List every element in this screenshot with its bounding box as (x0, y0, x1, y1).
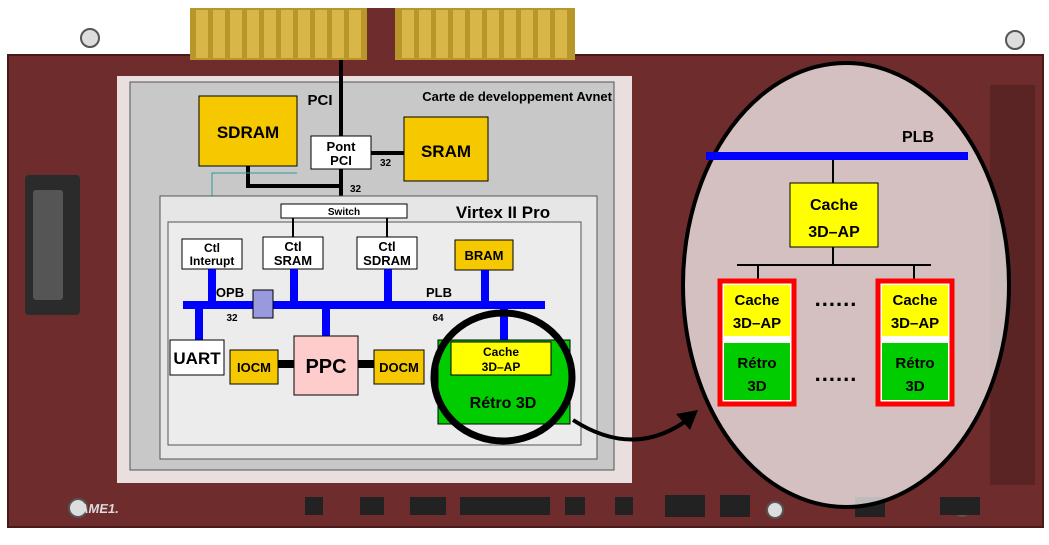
ctl-sdram-label-1: Ctl (378, 239, 395, 254)
opb-width-label: 32 (226, 313, 238, 324)
zoom-unit-left-retro-label-1: Rétro (737, 355, 776, 372)
zoom-plb-label: PLB (902, 129, 934, 146)
plb-width-label: 64 (432, 313, 444, 324)
cache-label-1: Cache (483, 345, 519, 359)
zoom-dots-top: ...... (815, 286, 858, 311)
plb-ppc-drop (322, 305, 330, 337)
sram-width-label: 32 (380, 158, 392, 169)
zoom-unit-right-cache-label-2: 3D–AP (891, 315, 939, 332)
pont-pci-label-2: PCI (330, 153, 352, 168)
ppc-docm-link (358, 360, 374, 368)
iocm-ppc-link (278, 360, 294, 368)
uart-label: UART (173, 349, 221, 368)
cache-label-2: 3D–AP (482, 360, 521, 374)
pci-label: PCI (307, 92, 332, 109)
ctl-interupt-label-1: Ctl (204, 241, 220, 255)
docm-label: DOCM (379, 360, 419, 375)
silkscreen-brand: VAME1. (70, 501, 120, 516)
opb-ctl-interupt-drop (208, 269, 216, 303)
ctl-sdram-label-2: SDRAM (363, 253, 411, 268)
board-title: Carte de developpement Avnet (422, 89, 612, 104)
plb-ctl-sdram-drop (384, 269, 392, 303)
opb-uart-drop (195, 305, 203, 343)
pont-pci-label-1: Pont (327, 139, 357, 154)
zoom-unit-right-retro-label-1: Rétro (895, 355, 934, 372)
zoom-dots-bottom: ...... (815, 361, 858, 386)
sram-label: SRAM (421, 142, 471, 161)
plb-ctl-sram-drop (290, 269, 298, 303)
plb-bus (183, 301, 545, 309)
retro3d-label: Rétro 3D (470, 395, 537, 412)
zoom-cache-label-2: 3D–AP (808, 224, 860, 241)
zoom-unit-left-retro-label-2: 3D (747, 378, 766, 395)
zoom-unit-right-gap (882, 336, 948, 343)
ctl-sram-label-1: Ctl (284, 239, 301, 254)
zoom-unit-left-cache-label-1: Cache (734, 292, 779, 309)
sdram-label: SDRAM (217, 123, 279, 142)
zoom-plb-bus (706, 152, 968, 160)
zoom-unit-left-gap (724, 336, 790, 343)
virtex-title: Virtex II Pro (456, 203, 550, 222)
opb-label: OPB (216, 285, 244, 300)
zoom-cache-label-1: Cache (810, 197, 858, 214)
iocm-label: IOCM (237, 360, 271, 375)
plb-bram-drop (481, 270, 489, 303)
switch-label: Switch (328, 207, 360, 218)
opb-plb-bridge (253, 290, 273, 318)
plb-label: PLB (426, 285, 452, 300)
ctl-interupt-label-2: Interupt (190, 254, 235, 268)
zoom-unit-left-cache-label-2: 3D–AP (733, 315, 781, 332)
zoom-unit-right-retro-label-2: 3D (905, 378, 924, 395)
bram-label: BRAM (465, 248, 504, 263)
bus-width-label-32: 32 (350, 184, 362, 195)
zoom-unit-right-cache-label-1: Cache (892, 292, 937, 309)
ctl-sram-label-2: SRAM (274, 253, 312, 268)
ppc-label: PPC (305, 356, 346, 378)
